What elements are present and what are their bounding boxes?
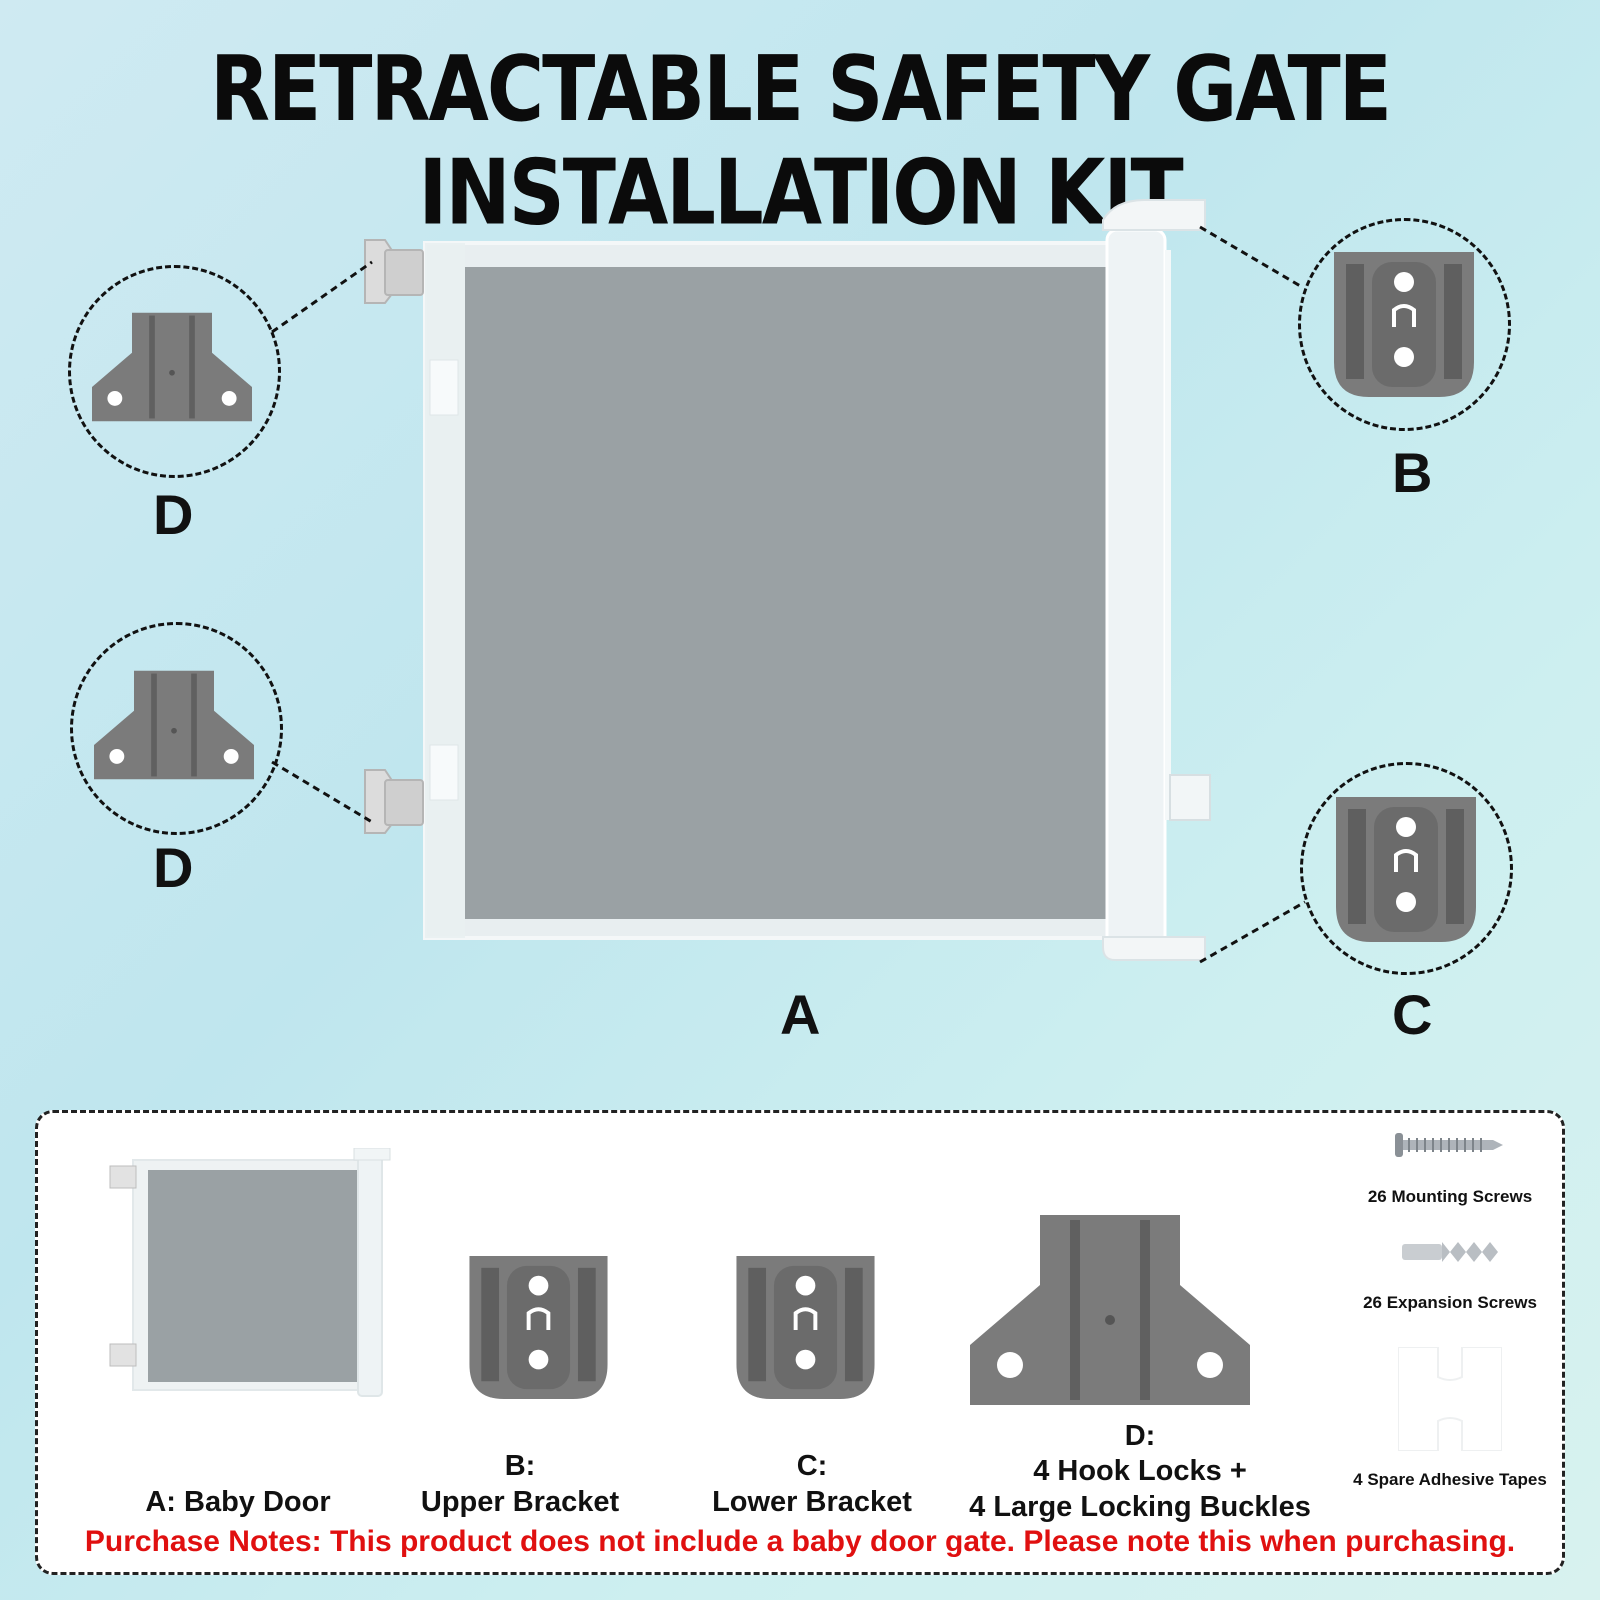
mounting-screw-icon [1395,1133,1503,1157]
expansion-screws-label: 26 Expansion Screws [1363,1293,1537,1312]
label-d-lower: D [153,836,194,899]
label-d-upper: D [153,483,194,546]
kit-hook-lock-icon [970,1215,1250,1405]
kit-lower-bracket-icon [736,1256,875,1399]
label-a: A [780,983,821,1046]
detail-circle-lower-bracket [1300,762,1513,975]
leader-lines [271,225,1306,964]
lower-bracket-icon [1336,797,1476,942]
kit-label-d-prefix: D: [1124,1420,1156,1452]
detail-circle-hook-upper [68,265,281,478]
hook-lock-icon [94,670,254,780]
adhesive-tapes-label: 4 Spare Adhesive Tapes [1353,1470,1547,1489]
kit-label-c-name: Lower Bracket [712,1486,912,1518]
kit-label-b-prefix: B: [504,1450,536,1482]
label-b: B [1392,441,1433,504]
kit-label-d-line2: 4 Large Locking Buckles [969,1491,1311,1523]
hook-upper [364,239,424,304]
page-title: RETRACTABLE SAFETY GATE INSTALLATION KIT [209,38,1392,246]
adhesive-tape-icon [1398,1347,1502,1451]
detail-circle-upper-bracket [1298,218,1511,431]
purchase-note: Purchase Notes: This product does not in… [84,1525,1516,1558]
detail-circle-hook-lower [70,622,283,835]
hook-lower [364,769,424,834]
kit-upper-bracket-icon [469,1256,608,1399]
kit-label-c-prefix: C: [796,1450,828,1482]
kit-label-a: A: Baby Door [145,1486,331,1518]
label-c: C [1392,983,1433,1046]
kit-label-b-name: Upper Bracket [420,1486,620,1518]
baby-door-image [109,1148,391,1397]
upper-bracket-icon [1334,252,1474,397]
gate-illustration [364,199,1211,961]
hook-lock-icon [92,312,252,422]
kit-label-d-line1: 4 Hook Locks + [1033,1455,1247,1487]
expansion-screw-icon [1402,1242,1498,1262]
mounting-screws-label: 26 Mounting Screws [1367,1187,1533,1206]
